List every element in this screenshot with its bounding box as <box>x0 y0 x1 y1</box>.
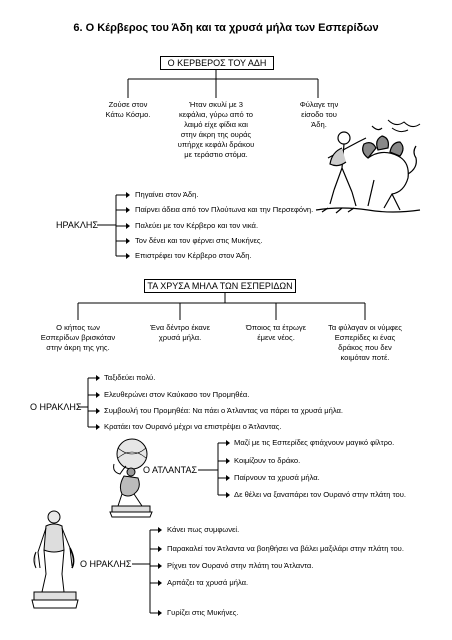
hero-label-1: ΗΡΑΚΛΗΣ <box>56 220 98 230</box>
cerberus-fact-2: Ήταν σκυλί με 3 κεφάλια, γύρω από το λαι… <box>166 100 266 160</box>
fact-line: στην άκρη της γης. <box>46 343 110 352</box>
hero1-action-2: Ελευθερώνει στον Καύκασο τον Προμηθέα. <box>104 390 250 399</box>
apples-fact-4: Τα φύλαγαν οι νύμφες Εσπερίδες κι ένας δ… <box>322 323 408 363</box>
hero2-action-2: Παρακαλεί τον Άτλαντα να βοηθήσει να βάλ… <box>167 544 404 553</box>
fact-line: στην άκρη της ουράς <box>180 130 252 139</box>
atlas-statue-illustration <box>109 438 153 518</box>
page-title: 6. Ο Κέρβερος του Άδη και τα χρυσά μήλα … <box>73 22 379 34</box>
fact-line: Εσπερίδες κι ένας <box>334 333 396 342</box>
hercules-action-2: Παίρνει άδεια από τον Πλούτωνα και την Π… <box>135 205 314 214</box>
apples-fact-1: Ο κήπος των Εσπερίδων βρισκόταν στην άκρ… <box>34 323 122 353</box>
atlas-action-4: Δε θέλει να ξαναπάρει τον Ουρανό στην πλ… <box>234 490 407 499</box>
apples-fact-3: Όποιος τα έτρωγε έμενε νέος. <box>236 323 316 343</box>
fact-line: Κάτω Κόσμο. <box>105 110 151 119</box>
fact-line: Εσπερίδων βρισκόταν <box>40 333 116 342</box>
atlas-action-1: Μαζί με τις Εσπερίδες φτιάχνουν μαγικό φ… <box>234 438 395 447</box>
hercules-cerberus-illustration <box>315 119 421 214</box>
hercules-statue-illustration <box>31 510 79 609</box>
fact-line: έμενε νέος. <box>257 333 295 342</box>
fact-line: κοιμόταν ποτέ. <box>340 353 390 362</box>
hero-label-3: Ο ΗΡΑΚΛΗΣ <box>80 559 132 569</box>
fact-line: Όποιος τα έτρωγε <box>245 323 307 332</box>
fact-line: είσοδο του <box>301 110 337 119</box>
hero1-action-3: Συμβουλή του Προμηθέα: Να πάει ο Άτλαντα… <box>104 406 344 415</box>
golden-apples-header: ΤΑ ΧΡΥΣΑ ΜΗΛΑ ΤΩΝ ΕΣΠΕΡΙΔΩΝ <box>144 279 296 293</box>
hercules-action-1: Πηγαίνει στον Άδη. <box>135 190 199 199</box>
fact-line: Ο κήπος των <box>56 323 100 332</box>
hero2-action-4: Αρπάζει τα χρυσά μήλα. <box>167 578 249 587</box>
fact-line: Φύλαγε την <box>299 100 339 109</box>
hero1-action-1: Ταξιδεύει πολύ. <box>104 373 156 382</box>
fact-line: Ζούσε στον <box>108 100 148 109</box>
cerberus-fact-3: Φύλαγε την είσοδο του Άδη. <box>295 100 343 130</box>
hercules-action-5: Επιστρέφει τον Κέρβερο στον Άδη. <box>135 251 252 260</box>
hercules-action-4: Τον δένει και τον φέρνει στις Μυκήνες. <box>135 236 263 245</box>
fact-line: υπήρχε κεφάλι δράκου <box>177 140 255 149</box>
fact-line: Άδη. <box>311 120 327 129</box>
atlas-label: Ο ΑΤΛΑΝΤΑΣ <box>143 465 198 475</box>
apples-fact-2: Ένα δέντρο έκανε χρυσά μήλα. <box>140 323 220 343</box>
cerberus-fact-1: Ζούσε στον Κάτω Κόσμο. <box>95 100 161 120</box>
atlas-action-2: Κοιμίζουν το δράκο. <box>234 456 301 465</box>
fact-line: με τεράστιο στόμα. <box>184 150 248 159</box>
hero2-action-1: Κάνει πως συμφωνεί. <box>167 525 240 534</box>
hero1-action-4: Κρατάει τον Ουρανό μέχρι να επιστρέψει ο… <box>104 422 282 431</box>
fact-line: κεφάλια, γύρω από το <box>179 110 253 119</box>
hero2-action-5: Γυρίζει στις Μυκήνες. <box>167 608 239 617</box>
fact-line: λαιμό είχε φίδια και <box>184 120 248 129</box>
atlas-action-3: Παίρνουν τα χρυσά μήλα. <box>234 473 320 482</box>
fact-line: Ήταν σκυλί με 3 <box>189 100 243 109</box>
cerberus-header: Ο ΚΕΡΒΕΡΟΣ ΤΟΥ ΑΔΗ <box>160 56 274 70</box>
fact-line: χρυσά μήλα. <box>158 333 202 342</box>
hercules-action-3: Παλεύει με τον Κέρβερο και τον νικά. <box>135 221 259 230</box>
fact-line: Ένα δέντρο έκανε <box>150 323 210 332</box>
fact-line: δράκος που δεν <box>338 343 392 352</box>
hero-label-2: Ο ΗΡΑΚΛΗΣ <box>30 402 82 412</box>
hero2-action-3: Ρίχνει τον Ουρανό στην πλάτη του Άτλαντα… <box>167 561 314 570</box>
fact-line: Τα φύλαγαν οι νύμφες <box>328 323 402 332</box>
